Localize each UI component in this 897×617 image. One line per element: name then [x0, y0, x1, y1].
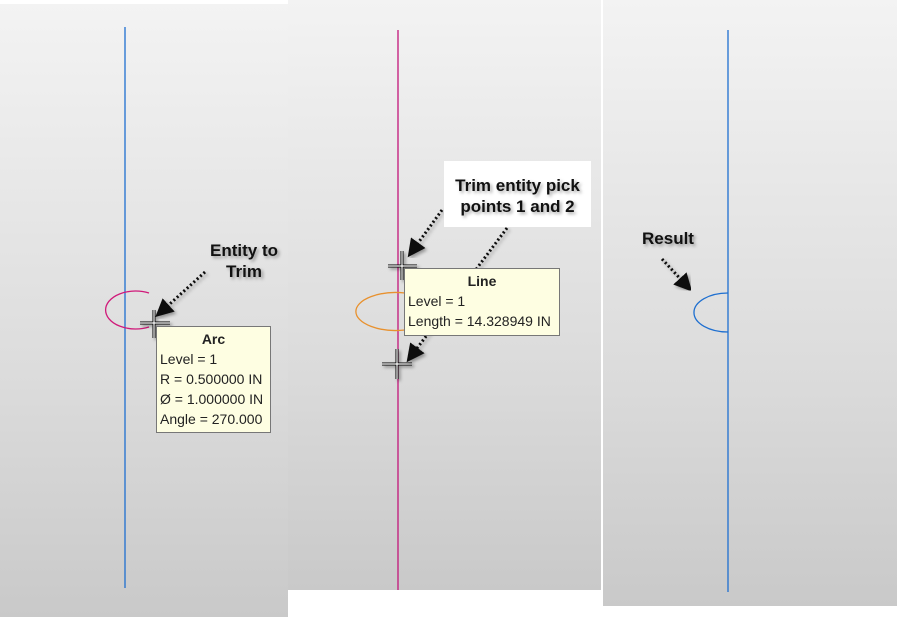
callout-line: Trim entity pick [455, 176, 580, 195]
tooltip-length: Length = 14.328949 IN [408, 313, 551, 329]
tooltip-title: Line [467, 273, 497, 289]
callout-line: Entity to [210, 241, 278, 260]
viewport-panel-result[interactable] [603, 0, 897, 606]
entity-info-tooltip-line: Line Level = 1 Length = 14.328949 IN [404, 268, 560, 336]
callout-line: points 1 and 2 [460, 197, 575, 216]
callout-trim-pick-points: Trim entity pick points 1 and 2 [444, 161, 591, 227]
entity-info-tooltip-arc: Arc Level = 1 R = 0.500000 IN Ø = 1.0000… [156, 326, 271, 433]
callout-result: Result [636, 228, 700, 249]
tooltip-level: Level = 1 [408, 293, 466, 309]
tooltip-diameter: Ø = 1.000000 IN [160, 391, 264, 407]
callout-entity-to-trim: Entity to Trim [200, 240, 288, 282]
callout-line: Result [642, 229, 694, 248]
tooltip-radius: R = 0.500000 IN [160, 371, 263, 387]
viewport-panel-before[interactable] [0, 4, 288, 617]
callout-line: Trim [226, 262, 262, 281]
tooltip-level: Level = 1 [160, 351, 218, 367]
tooltip-angle: Angle = 270.000 [160, 411, 263, 427]
tooltip-title: Arc [201, 331, 226, 347]
